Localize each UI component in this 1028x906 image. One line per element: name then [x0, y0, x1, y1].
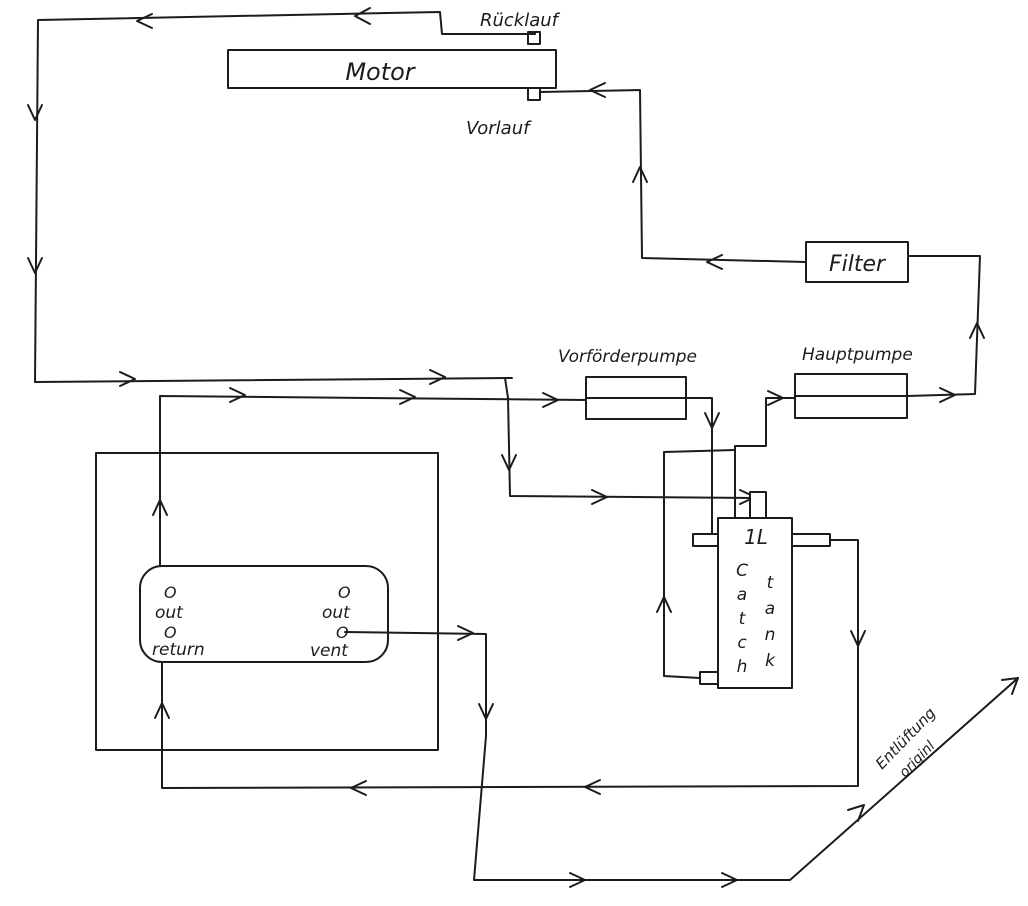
arrow-return-top-1	[354, 7, 371, 25]
catch-letter-4: c	[737, 633, 747, 653]
vorfoerderpumpe-label: Vorförderpumpe	[558, 347, 697, 367]
arrow-tank-out-right-3	[542, 392, 559, 408]
hauptpumpe-label: Hauptpumpe	[802, 345, 913, 365]
catch-letter-1: C	[736, 561, 748, 581]
arrow-return-left-2	[27, 257, 43, 274]
filter-box	[805, 241, 909, 283]
vent-line	[344, 631, 1019, 881]
motor-box	[227, 49, 557, 89]
tank-letter-4: k	[765, 651, 776, 671]
arrow-filter-left	[706, 254, 723, 270]
arrow-return-bottom-1	[119, 371, 136, 387]
arrow-vent-right	[457, 625, 474, 641]
catch-letter-5: h	[737, 657, 748, 677]
filter-label: Filter	[829, 252, 887, 277]
fuel-tank-inner	[139, 565, 389, 663]
vorlauf-fitting	[527, 87, 541, 101]
arrow-overflow-left-1	[584, 779, 601, 795]
catch-tank-volume: 1L	[744, 525, 768, 549]
filter-to-motor	[539, 89, 807, 263]
port-marker-out-right: O	[338, 583, 351, 602]
arrow-to-hauptpumpe	[767, 390, 784, 406]
catch-tank-side-loop	[663, 449, 736, 679]
arrow-overflow-down	[850, 630, 866, 647]
catch-letter-2: a	[737, 585, 747, 605]
vorfoerderpumpe-to-catch-tank	[685, 397, 713, 541]
out-right-label: out	[322, 603, 351, 623]
arrow-overflow-left-2	[350, 780, 367, 796]
arrow-return-bottom-2	[429, 369, 446, 385]
tank-letter-2: a	[765, 599, 775, 619]
arrow-vent-bottom-2	[721, 872, 738, 888]
vorlauf-label: Vorlauf	[466, 118, 532, 139]
arrow-vfp-down	[704, 412, 720, 429]
out-left-label: out	[155, 603, 184, 623]
arrow-side-loop-up	[656, 596, 672, 613]
arrow-tank-out-right-2	[399, 389, 416, 405]
vent-port-label: vent	[310, 641, 349, 661]
arrow-branch-down	[501, 454, 517, 471]
arrow-return-top-2	[136, 13, 153, 29]
arrow-return-up	[154, 702, 170, 719]
port-marker-return: O	[164, 623, 177, 642]
arrow-vent-bottom-1	[569, 872, 586, 888]
arrow-hp-right	[939, 387, 956, 403]
hauptpumpe-to-filter	[906, 255, 981, 397]
catch-tank-to-tank-return	[161, 539, 859, 789]
arrow-hp-up	[969, 322, 985, 339]
tank-letter-1: t	[767, 573, 775, 593]
ruecklauf-label: Rücklauf	[480, 10, 561, 31]
tank-letter-3: n	[765, 625, 776, 645]
arrow-vent-outlet	[1001, 677, 1019, 695]
port-marker-vent: O	[336, 623, 349, 642]
catch-tank-top-fitting	[749, 491, 767, 519]
arrow-branch-right	[591, 489, 608, 505]
arrow-filter-up	[632, 166, 648, 183]
arrow-to-vorlauf	[589, 82, 606, 98]
port-marker-out-left: O	[164, 583, 177, 602]
return-line	[34, 11, 536, 383]
motor-label: Motor	[345, 58, 416, 86]
arrow-tank-out-right-1	[229, 387, 246, 403]
catch-tank-left-fitting	[692, 533, 719, 547]
fuel-tank-outer	[95, 452, 439, 751]
arrow-return-left-1	[27, 104, 43, 121]
arrow-vent-down	[478, 703, 494, 720]
arrow-vent-diagonal	[847, 804, 865, 822]
return-port-label: return	[152, 640, 205, 660]
catch-tank-box	[717, 517, 793, 689]
catch-tank-bottom-fitting	[699, 671, 719, 685]
catch-tank-to-hauptpumpe	[734, 397, 796, 519]
catch-tank-right-fitting	[791, 533, 831, 547]
catch-letter-3: t	[739, 609, 747, 629]
arrow-tank-out-up-1	[152, 499, 168, 516]
